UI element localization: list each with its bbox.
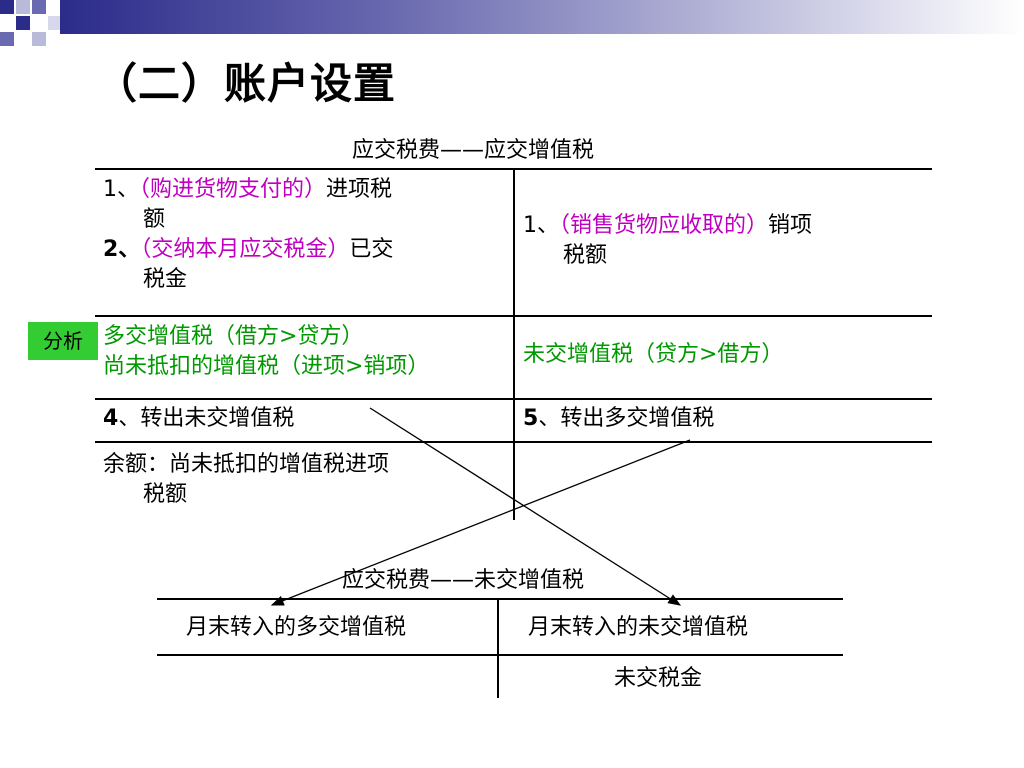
balance-text-continued: 税额 <box>143 482 188 507</box>
account1-debit-entries: 1、（购进货物支付的）进项税 额 2、（交纳本月应交税金）已交 税金 <box>103 175 503 295</box>
account1-analysis-debit: 多交增值税（借方>贷方） 尚未抵扣的增值税（进项>销项） <box>103 322 513 382</box>
entry-number: 4 <box>103 406 119 431</box>
entry-text: 已交 <box>349 237 394 262</box>
account2-top-line <box>157 598 843 600</box>
entry-note: （交纳本月应交税金） <box>140 237 350 262</box>
arrow-overpaid-transfer <box>270 439 691 606</box>
entry-text: 销项 <box>768 213 813 238</box>
account2-credit-balance: 未交税金 <box>614 666 703 691</box>
account1-center-line <box>513 168 515 520</box>
entry-text: 、转出未交增值税 <box>118 406 295 431</box>
entry-text: 进项税 <box>326 177 393 202</box>
top-banner <box>60 0 1024 34</box>
account1-row-divider <box>95 315 932 317</box>
analysis-line: 未交增值税（贷方>借方） <box>523 342 784 367</box>
entry-number: 2、 <box>103 237 141 262</box>
analysis-tag: 分析 <box>28 322 98 360</box>
account2-credit-entry: 月末转入的未交增值税 <box>528 615 749 640</box>
account1-analysis-credit: 未交增值税（贷方>借方） <box>523 340 928 370</box>
account1-transfer-out-unpaid: 4、转出未交增值税 <box>103 404 294 434</box>
analysis-line: 尚未抵扣的增值税（进项>销项） <box>103 354 430 379</box>
account1-name: 应交税费——应交增值税 <box>352 138 595 163</box>
entry-number: 1、 <box>103 177 139 202</box>
entry-text-continued: 税金 <box>143 267 188 292</box>
account1-row-divider <box>95 398 932 400</box>
account2-debit-entry: 月末转入的多交增值税 <box>186 615 407 640</box>
analysis-line: 多交增值税（借方>贷方） <box>103 324 364 349</box>
account1-row-divider <box>95 441 932 443</box>
entry-note: （销售货物应收取的） <box>559 213 769 238</box>
entry-number: 1、 <box>523 213 559 238</box>
entry-note: （购进货物支付的） <box>139 177 327 202</box>
account2-center-line <box>497 598 499 698</box>
account2-row-divider <box>157 654 843 656</box>
account1-transfer-out-overpaid: 5、转出多交增值税 <box>523 404 714 434</box>
slide-title: （二）账户设置 <box>95 59 397 108</box>
account1-balance: 余额：尚未抵扣的增值税进项 税额 <box>103 450 508 510</box>
entry-number: 5 <box>523 406 539 431</box>
entry-text: 、转出多交增值税 <box>538 406 715 431</box>
entry-text-continued: 额 <box>143 207 166 232</box>
balance-text: 余额：尚未抵扣的增值税进项 <box>103 452 390 477</box>
account1-credit-entries: 1、（销售货物应收取的）销项 税额 <box>523 211 928 271</box>
account2-name: 应交税费——未交增值税 <box>342 568 585 593</box>
entry-text-continued: 税额 <box>563 243 608 268</box>
arrow-unpaid-transfer <box>369 407 682 606</box>
